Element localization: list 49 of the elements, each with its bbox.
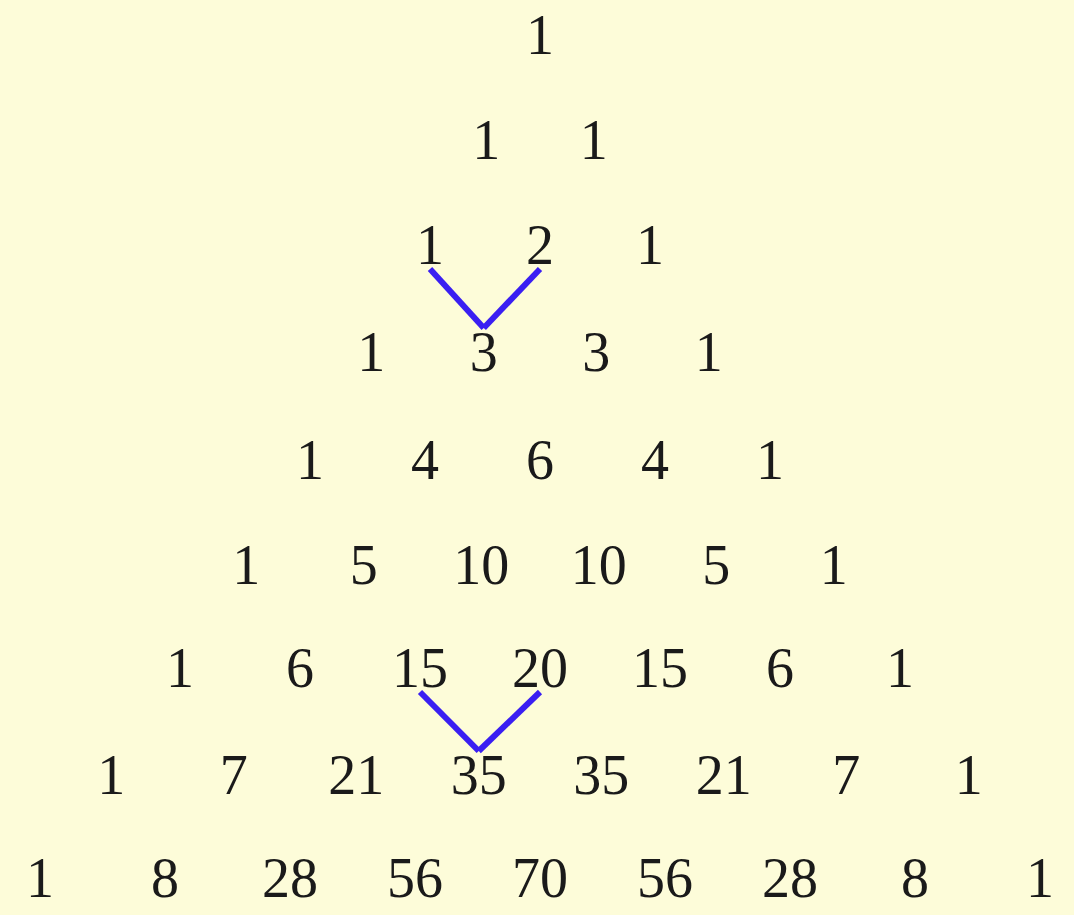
number-text: 35 <box>450 747 507 803</box>
number-text: 1 <box>472 112 501 168</box>
connector-line <box>476 689 543 754</box>
number-text: 56 <box>387 850 443 906</box>
number-text: 3 <box>582 324 611 380</box>
number-text: 7 <box>219 747 248 803</box>
number-text: 28 <box>762 850 818 906</box>
number-text: 2 <box>526 217 554 273</box>
number-text: 1 <box>97 747 126 803</box>
number-text: 15 <box>392 640 448 696</box>
connector-line <box>481 266 543 331</box>
number-text: 1 <box>954 747 983 803</box>
number-text: 15 <box>632 640 688 696</box>
number-text: 1 <box>694 324 723 380</box>
number-text: 1 <box>526 7 554 63</box>
connector-line <box>427 267 486 330</box>
number-text: 6 <box>286 640 314 696</box>
number-text: 5 <box>349 537 378 593</box>
number-text: 1 <box>579 112 608 168</box>
number-text: 21 <box>695 747 752 803</box>
number-text: 10 <box>570 537 627 593</box>
number-text: 6 <box>766 640 794 696</box>
number-text: 21 <box>328 747 385 803</box>
number-text: 1 <box>416 217 444 273</box>
number-text: 1 <box>1026 850 1054 906</box>
number-text: 7 <box>832 747 861 803</box>
number-text: 35 <box>573 747 630 803</box>
number-text: 1 <box>166 640 194 696</box>
number-text: 1 <box>296 432 324 488</box>
number-text: 4 <box>641 432 669 488</box>
number-text: 1 <box>756 432 784 488</box>
connector-line <box>417 689 481 754</box>
number-text: 5 <box>702 537 731 593</box>
number-text: 1 <box>232 537 261 593</box>
number-text: 4 <box>411 432 439 488</box>
number-text: 8 <box>901 850 929 906</box>
number-text: 1 <box>886 640 914 696</box>
number-text: 20 <box>512 640 568 696</box>
number-text: 1 <box>636 217 664 273</box>
number-text: 8 <box>151 850 179 906</box>
number-text: 6 <box>526 432 554 488</box>
number-text: 1 <box>26 850 54 906</box>
number-text: 10 <box>453 537 510 593</box>
number-text: 28 <box>262 850 318 906</box>
number-text: 1 <box>357 324 386 380</box>
number-text: 1 <box>819 537 848 593</box>
number-text: 56 <box>637 850 693 906</box>
number-text: 3 <box>469 324 498 380</box>
number-text: 70 <box>512 850 568 906</box>
